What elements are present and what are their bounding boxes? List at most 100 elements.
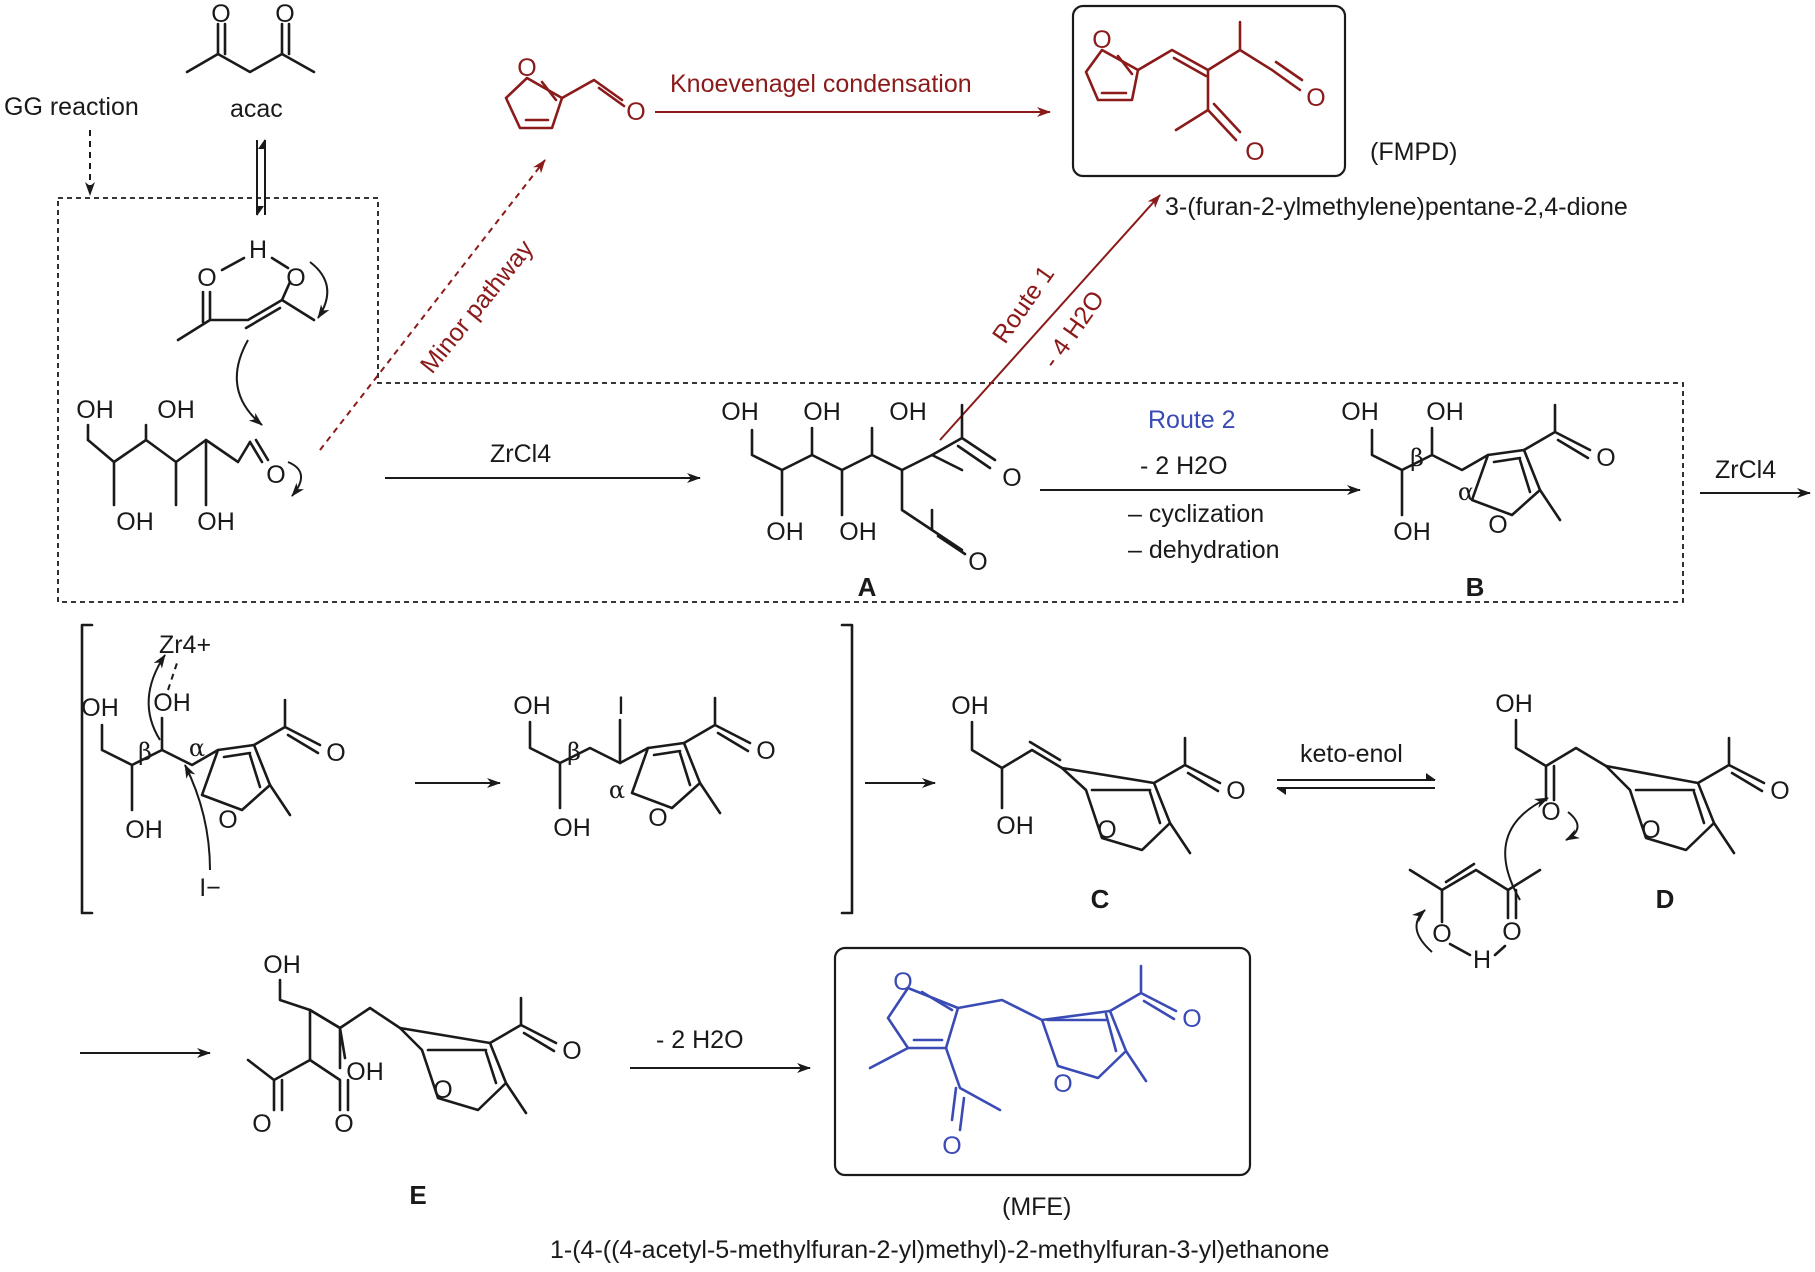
route2-label: Route 2: [1148, 406, 1236, 434]
svg-text:O: O: [1541, 798, 1560, 826]
svg-text:H: H: [249, 236, 267, 264]
acac-structure: O O: [185, 0, 316, 74]
compound-c-structure: OH OH O O: [951, 692, 1246, 855]
svg-text:O: O: [1306, 84, 1325, 112]
furfural-structure: O O: [504, 54, 646, 130]
svg-text:O: O: [1092, 26, 1111, 54]
enol-acac-structure: O O H: [176, 236, 330, 426]
svg-text:OH: OH: [157, 396, 195, 424]
svg-text:O: O: [562, 1037, 581, 1065]
svg-text:OH: OH: [839, 518, 877, 546]
compound-b-label: B: [1466, 572, 1485, 602]
svg-text:OH: OH: [263, 951, 301, 979]
svg-text:I−: I−: [199, 874, 221, 902]
svg-text:O: O: [1596, 444, 1615, 472]
svg-text:O: O: [626, 98, 645, 126]
svg-text:OH: OH: [951, 692, 989, 720]
svg-text:O: O: [1502, 918, 1521, 946]
svg-text:O: O: [266, 461, 285, 489]
zrcl4-label-1: ZrCl4: [490, 440, 551, 468]
svg-text:O: O: [648, 804, 667, 832]
svg-text:OH: OH: [116, 508, 154, 536]
svg-text:α: α: [189, 734, 205, 762]
svg-text:O: O: [211, 0, 230, 28]
compound-a-label: A: [858, 572, 877, 602]
svg-text:OH: OH: [153, 689, 191, 717]
svg-text:OH: OH: [889, 398, 927, 426]
svg-text:OH: OH: [346, 1058, 384, 1086]
route1-water-loss: - 4 H2O: [1037, 286, 1110, 374]
svg-text:O: O: [286, 264, 305, 292]
svg-text:OH: OH: [81, 694, 119, 722]
svg-text:OH: OH: [1341, 398, 1379, 426]
svg-text:O: O: [1770, 777, 1789, 805]
svg-text:OH: OH: [996, 812, 1034, 840]
svg-text:O: O: [517, 54, 536, 82]
svg-text:OH: OH: [125, 816, 163, 844]
svg-text:OH: OH: [513, 692, 551, 720]
compound-d-label: D: [1656, 884, 1675, 914]
compound-e-structure: OH OH O O O O: [246, 951, 582, 1138]
svg-text:O: O: [1488, 511, 1507, 539]
svg-text:O: O: [433, 1076, 452, 1104]
svg-text:OH: OH: [1495, 690, 1533, 718]
minor-pathway-label: Minor pathway: [415, 234, 539, 378]
svg-text:β: β: [138, 738, 152, 766]
svg-text:I: I: [618, 692, 625, 720]
compound-c-label: C: [1091, 884, 1110, 914]
mfe-iupac-name: 1-(4-((4-acetyl-5-methylfuran-2-yl)methy…: [550, 1236, 1329, 1264]
svg-text:OH: OH: [1426, 398, 1464, 426]
svg-text:α: α: [1458, 478, 1474, 506]
gg-reaction-label: GG reaction: [4, 93, 139, 121]
svg-text:β: β: [567, 738, 581, 766]
knoevenagel-label: Knoevenagel condensation: [670, 70, 972, 98]
svg-text:O: O: [252, 1110, 271, 1138]
svg-text:Zr4+: Zr4+: [159, 631, 211, 659]
dehydration-label: – dehydration: [1128, 536, 1280, 564]
mfe-product-box: [833, 946, 1252, 1177]
cyclization-label: – cyclization: [1128, 500, 1264, 528]
svg-text:O: O: [1097, 816, 1116, 844]
keto-enol-label: keto-enol: [1300, 740, 1403, 768]
svg-text:O: O: [1226, 777, 1245, 805]
svg-text:β: β: [1410, 444, 1424, 472]
svg-text:OH: OH: [197, 508, 235, 536]
svg-text:H: H: [1473, 946, 1491, 974]
svg-text:O: O: [326, 739, 345, 767]
svg-text:O: O: [197, 264, 216, 292]
svg-text:O: O: [1182, 1005, 1201, 1033]
mfe-abbreviation: (MFE): [1002, 1193, 1071, 1221]
right-bracket: [840, 623, 854, 915]
svg-text:OH: OH: [803, 398, 841, 426]
compound-e-label: E: [409, 1180, 426, 1210]
fmpd-abbreviation: (FMPD): [1370, 138, 1457, 166]
svg-text:O: O: [942, 1132, 961, 1160]
zrcl4-label-2: ZrCl4: [1715, 456, 1776, 484]
svg-text:OH: OH: [553, 814, 591, 842]
svg-text:O: O: [756, 737, 775, 765]
route1-label: Route 1: [987, 261, 1060, 349]
svg-text:OH: OH: [76, 396, 114, 424]
compound-b-structure: OH OH OH O O β α: [1341, 398, 1615, 546]
svg-text:O: O: [893, 968, 912, 996]
svg-text:O: O: [968, 548, 987, 576]
glucose-open-chain-structure: OH OH OH OH O: [76, 396, 305, 536]
svg-text:O: O: [1053, 1070, 1072, 1098]
final-water-loss: - 2 H2O: [656, 1026, 744, 1054]
left-bracket: [80, 623, 94, 915]
svg-text:O: O: [1641, 816, 1660, 844]
compound-d-structure: OH O O O O O H: [1408, 690, 1790, 974]
compound-a-structure: OH OH OH OH OH O O: [721, 398, 1021, 576]
fmpd-iupac-name: 3-(furan-2-ylmethylene)pentane-2,4-dione: [1165, 193, 1628, 221]
svg-text:O: O: [334, 1110, 353, 1138]
mfe-structure: O O O O: [868, 964, 1202, 1160]
iodo-intermediate: OH I OH O O β α: [513, 692, 775, 842]
svg-text:O: O: [1002, 464, 1021, 492]
svg-text:O: O: [1432, 920, 1451, 948]
route1-arrow: [939, 194, 1161, 441]
svg-text:O: O: [275, 0, 294, 28]
fmpd-structure: O O O: [1084, 20, 1326, 166]
svg-text:O: O: [1245, 138, 1264, 166]
reaction-box-outline: [57, 197, 1684, 603]
